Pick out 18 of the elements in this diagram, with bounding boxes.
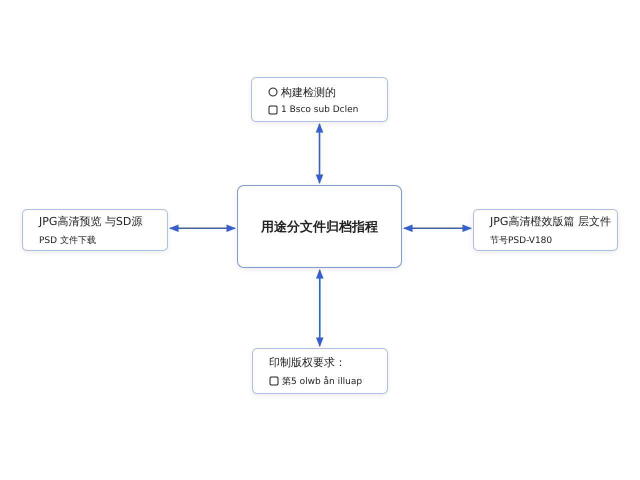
heading-text: JPG高清预览 与SD源 [39,214,144,228]
title-text: 用途分文件归档指程 [261,218,378,236]
heading-text: 印制版权要求： [269,354,347,370]
double-arrow [316,123,324,184]
double-arrow [169,224,236,232]
heading-text: JPG高清橙效版篇 层文件 [490,214,609,228]
subtitle-text: 第5 olwb ån illuap [282,375,362,388]
double-arrow [403,224,472,232]
topic-box [251,77,388,122]
heading-text: 构建检测的 [281,84,336,100]
subtitle-text: PSD 文件下载 [39,234,97,246]
double-arrow [316,269,324,347]
topic-box [473,209,618,251]
topic-box [22,209,168,251]
central-box [237,185,402,268]
topic-box [252,348,388,394]
subtitle-text: 1 Bsco sub Dclen [281,104,358,114]
subtitle-text: 节号PSD-V180 [490,234,554,246]
